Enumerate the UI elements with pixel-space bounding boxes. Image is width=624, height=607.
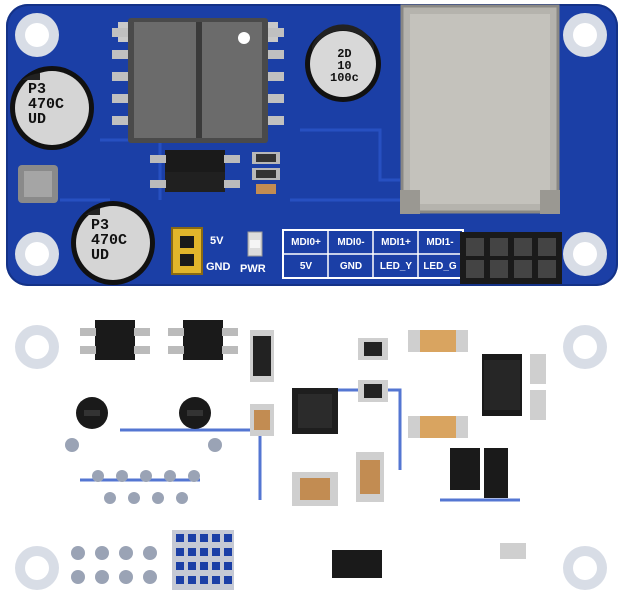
mounting-holes-top <box>15 13 607 276</box>
jumper-label-gnd: GND <box>206 261 231 273</box>
mounting-holes-bottom <box>15 325 607 590</box>
jumper-header <box>171 227 203 275</box>
mosfet-chips <box>150 150 280 194</box>
cap-large-left <box>10 66 94 150</box>
cap-marking-line: UD <box>28 111 47 128</box>
bridge-rectifiers <box>80 320 238 360</box>
header-label-mdi0n: MDI0- <box>337 236 365 248</box>
cap-small-top <box>305 24 381 102</box>
product-title: PoE/ETH/USB HUB HAT <box>262 518 455 537</box>
cap-marking-left: P3 470C UD <box>28 82 64 127</box>
cap-marking-small: 2D 10 100c <box>330 48 359 84</box>
header-label-5v: 5V <box>299 260 313 272</box>
brand-name: Waveshare <box>532 510 595 524</box>
header-label-mdi1p: MDI1+ <box>381 236 411 248</box>
cap-marking-line: P3 <box>28 81 47 98</box>
cap-marking-line: P3 <box>91 217 110 234</box>
transformer <box>112 18 284 143</box>
cap-marking-line: UD <box>91 247 110 264</box>
header-label-mdi1n: MDI1- <box>426 236 454 248</box>
header-label-led-g: LED_G <box>423 260 457 272</box>
registered-mark: ® <box>594 448 603 460</box>
pwr-label: PWR <box>240 263 266 275</box>
cap-marking-line: 10 <box>337 59 352 73</box>
header-label-gnd: GND <box>339 260 363 272</box>
smd-components <box>250 330 546 578</box>
ethernet-jack <box>400 4 560 214</box>
cap-marking-line: 100c <box>330 71 359 85</box>
cap-marking-line: 470C <box>28 96 65 113</box>
waveshare-logo <box>534 462 592 505</box>
cap-marking-line: 470C <box>91 232 128 249</box>
cap-marking-bottom: P3 470C UD <box>91 218 127 263</box>
through-holes <box>65 397 222 584</box>
cap-marking-line: 2D <box>337 47 352 61</box>
jumper-label-5v: 5V <box>210 235 224 247</box>
cap-large-bottom <box>71 201 155 285</box>
pin-header-2x4 <box>460 232 562 284</box>
header-label-mdi0p: MDI0+ <box>291 236 321 248</box>
header-label-led-y: LED_Y <box>379 260 413 272</box>
